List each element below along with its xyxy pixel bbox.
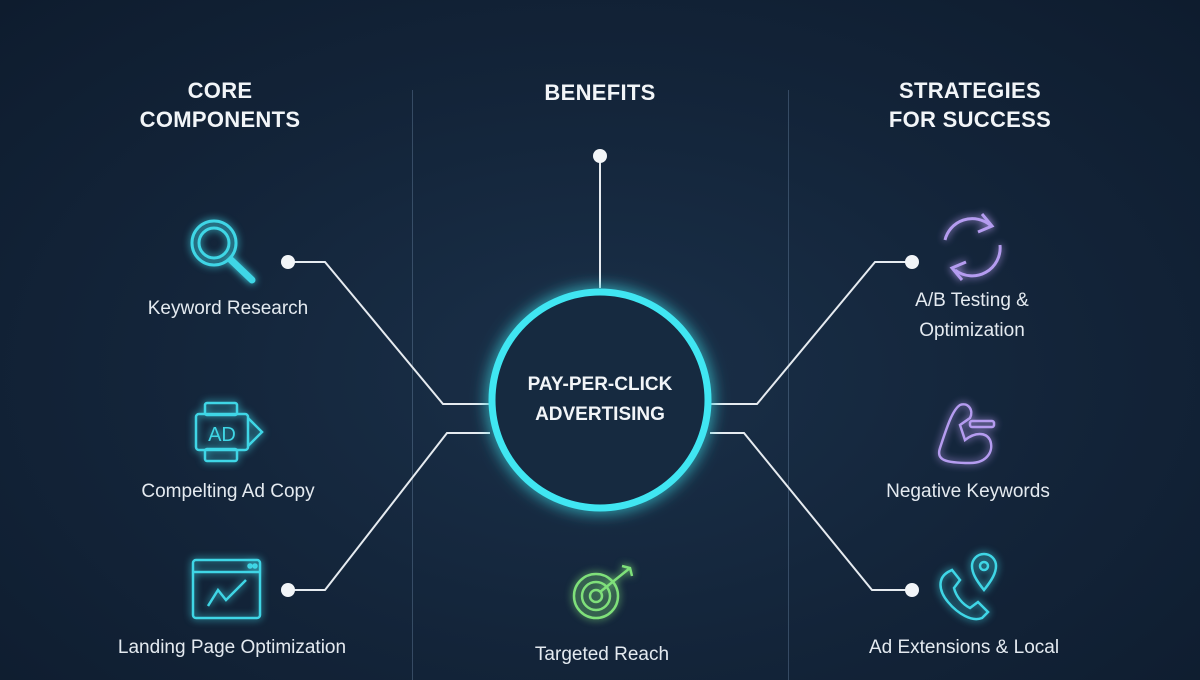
label-negative-keywords: Negative Keywords [886,481,1050,502]
center-title: PAY-PER-CLICK ADVERTISING [527,374,673,425]
label-ad-extensions: Ad Extensions & Local [868,637,1060,658]
column-divider-left [412,90,413,680]
magnifier-icon [190,219,256,284]
node-dot [905,255,919,269]
node-dot [593,149,607,163]
node-dot [281,583,295,597]
label-keyword-research: Keyword Research [147,298,309,319]
column-title-benefits: BENEFITS [544,80,656,105]
column-title-core: CORE COMPONENTS [139,78,301,132]
svg-text:AD: AD [208,424,236,446]
connector-keyword [288,261,490,405]
connector-landing [288,432,490,591]
connector-ab [710,261,912,405]
column-title-strategies: STRATEGIES FOR SUCCESS [888,78,1052,132]
label-targeted-reach: Targeted Reach [534,644,670,665]
ad-badge-icon: AD [194,401,264,463]
flexed-arm-minus-icon [937,403,996,465]
label-landing-page: Landing Page Optimization [117,637,347,658]
column-divider-right [788,90,789,680]
refresh-arrows-icon [943,213,1002,281]
label-ab-testing: A/B Testing & Optimization [915,290,1029,341]
target-arrow-icon [572,564,634,620]
browser-chart-icon [191,558,262,620]
center-ring [488,288,712,512]
connector-extensions [710,432,912,591]
label-ad-copy: Compelting Ad Copy [141,481,315,502]
phone-location-icon [939,552,998,621]
node-dot [905,583,919,597]
node-dot [281,255,295,269]
